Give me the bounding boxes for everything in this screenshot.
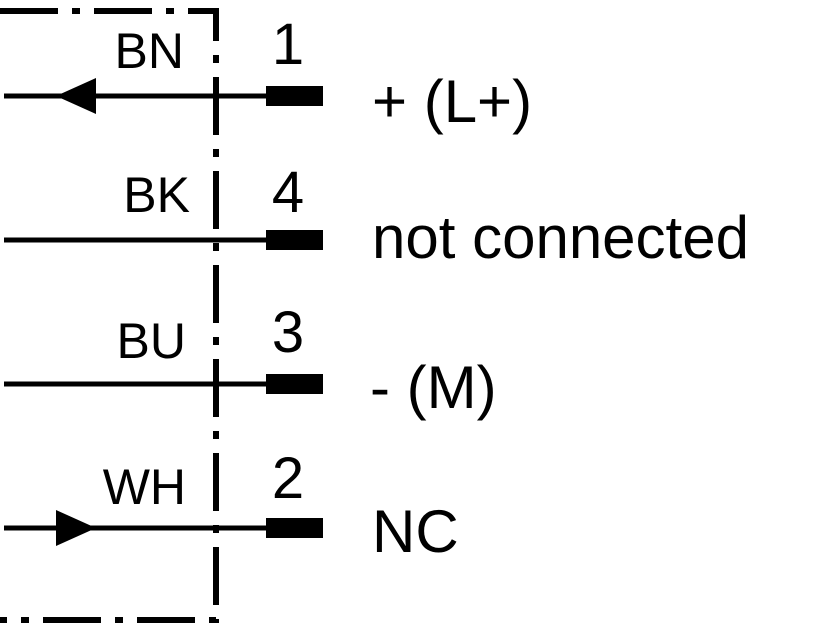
pin-terminal bbox=[266, 230, 323, 250]
signal-label: NC bbox=[372, 498, 459, 565]
pin-number: 1 bbox=[272, 12, 304, 77]
row-4: WH 2 NC bbox=[4, 446, 459, 565]
signal-label: not connected bbox=[372, 204, 749, 271]
signal-label: + (L+) bbox=[372, 68, 532, 135]
row-3: BU 3 - (M) bbox=[4, 300, 497, 421]
pin-number: 2 bbox=[272, 446, 304, 511]
pin-number: 4 bbox=[272, 160, 304, 225]
pin-terminal bbox=[266, 86, 323, 106]
housing-boundary bbox=[0, 8, 219, 623]
signal-label: - (M) bbox=[370, 354, 497, 421]
pin-terminal bbox=[266, 374, 323, 394]
wire-color-label: BN bbox=[115, 23, 184, 79]
pin-number: 3 bbox=[272, 300, 304, 365]
row-2: BK 4 not connected bbox=[4, 160, 749, 271]
in-left-arrow-icon bbox=[56, 78, 96, 114]
wire-color-label: WH bbox=[103, 459, 186, 515]
row-1: BN 1 + (L+) bbox=[4, 12, 532, 135]
wire-color-label: BU bbox=[117, 313, 186, 369]
out-right-arrow-icon bbox=[56, 510, 96, 546]
pin-terminal bbox=[266, 518, 323, 538]
wire-color-label: BK bbox=[123, 167, 190, 223]
